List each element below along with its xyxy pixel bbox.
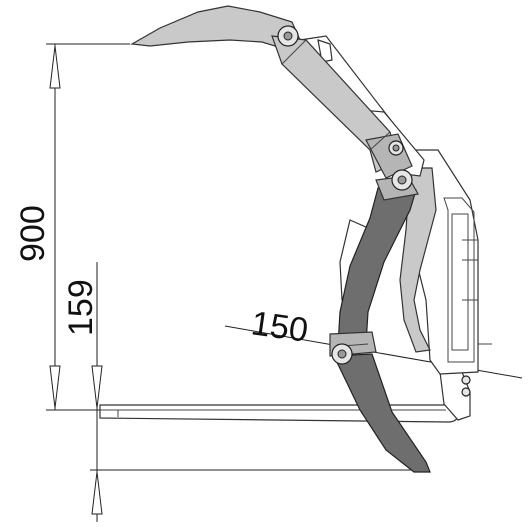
pivot-bolt-icon [397,175,407,185]
arrow-down-icon [91,365,103,409]
arrow-up-icon [49,45,61,89]
upper-arm [130,5,413,179]
dimension-900: 900 [14,43,130,411]
pivot-bolt-icon [392,144,400,152]
arrow-up-icon [91,471,103,515]
pivot-bolts [277,25,413,365]
bolt-icon [461,375,471,385]
arrow-down-icon [49,365,61,409]
mounting-frame [399,149,492,397]
dimension-150-label: 150 [249,304,310,350]
dimension-159-label: 159 [62,279,100,336]
bolt-icon [461,387,471,397]
pivot-bolt-icon [283,31,293,41]
pivot-bolt-icon [337,349,347,359]
dimension-159: 159 [62,262,425,522]
dimension-900-label: 900 [14,205,52,262]
fork-tine [99,371,471,423]
lower-arm [329,175,431,473]
